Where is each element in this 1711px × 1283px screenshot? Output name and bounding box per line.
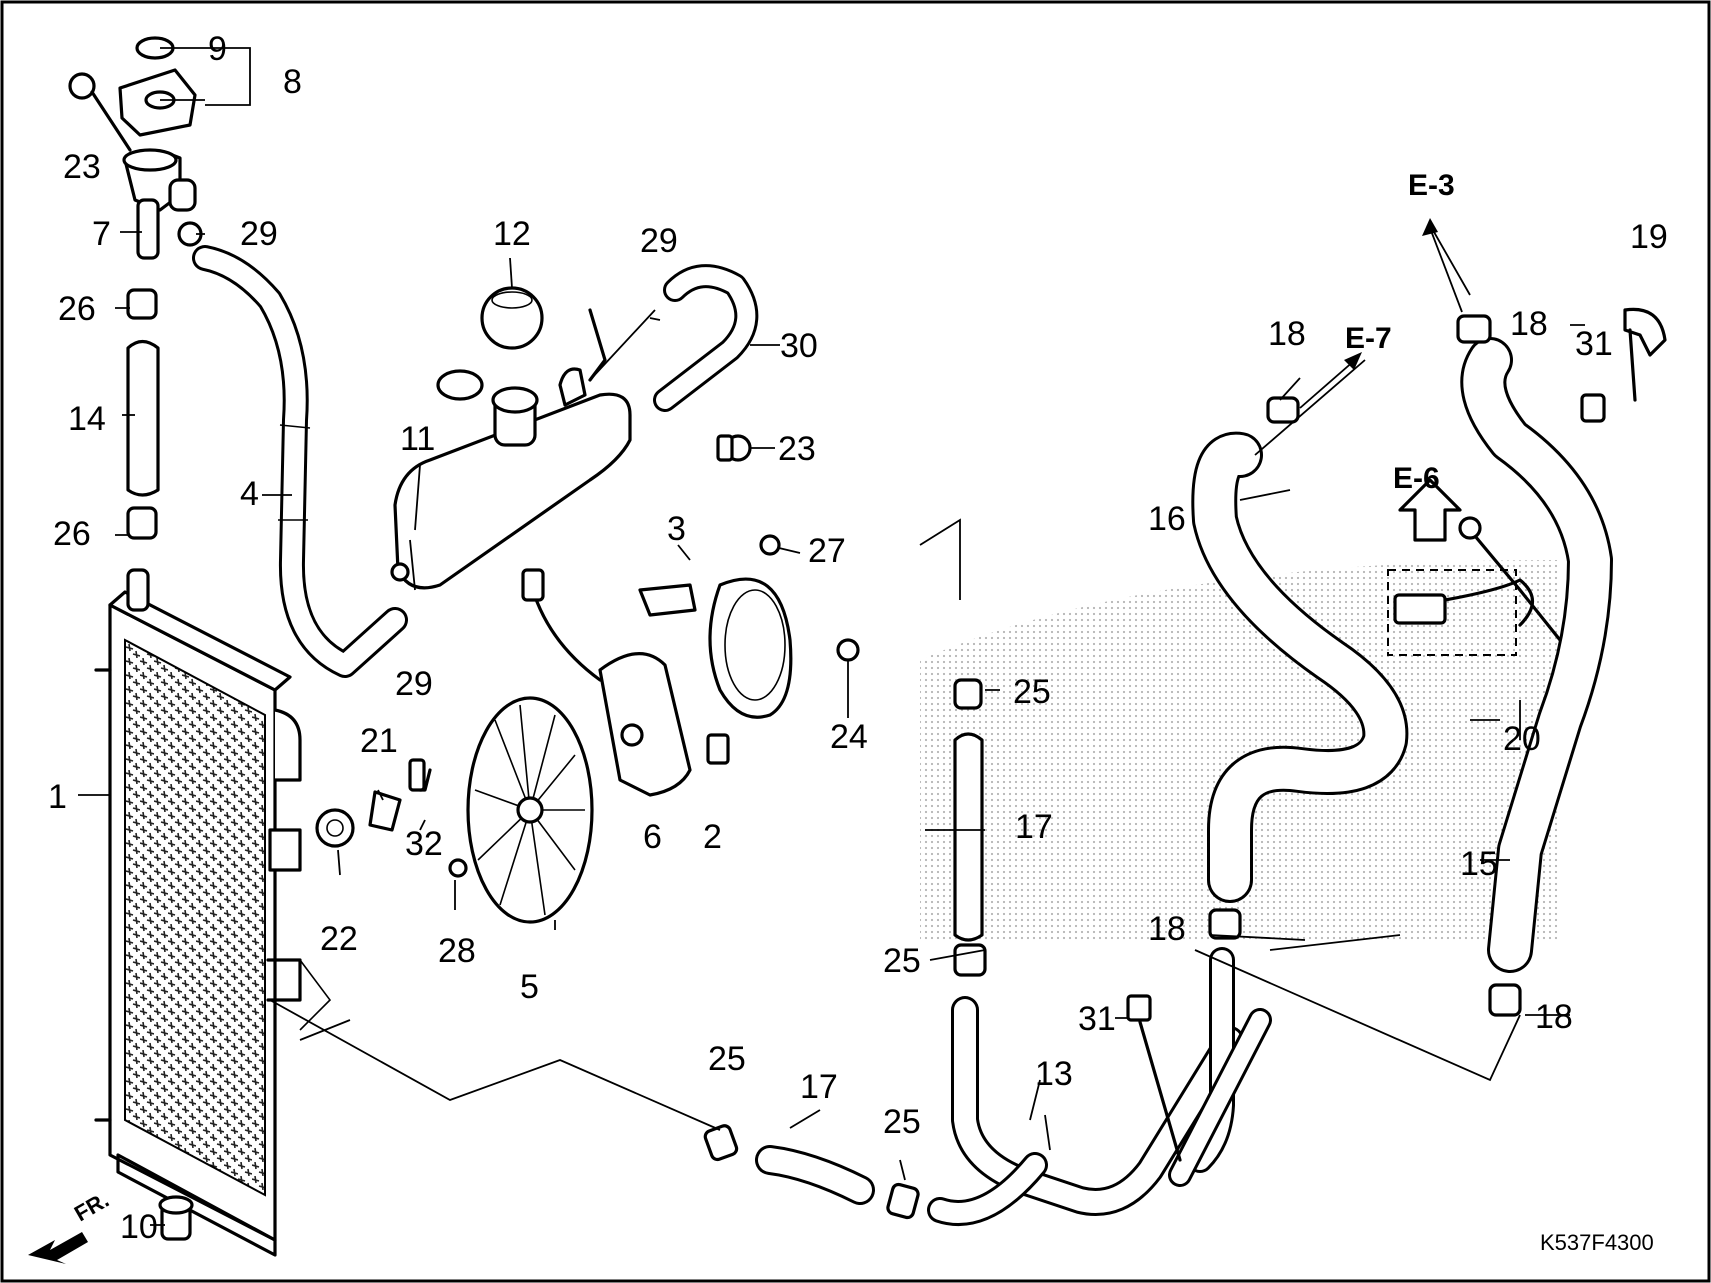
reserve-tank: [390, 308, 632, 590]
mounting-hardware: [315, 638, 860, 878]
callout-25-a: 25: [1013, 673, 1051, 711]
hose-17-vertical: [953, 678, 987, 977]
callout-23-b: 23: [778, 430, 816, 468]
callout-18-a: 18: [1268, 315, 1306, 353]
callout-31-b: 31: [1078, 1000, 1116, 1038]
callout-9: 9: [208, 30, 227, 68]
reference-arrows: [1299, 218, 1463, 409]
callout-25-b: 25: [883, 942, 921, 980]
fan-assembly: [466, 534, 793, 924]
callout-17-a: 17: [1015, 808, 1053, 846]
callout-7: 7: [92, 215, 111, 253]
reserve-tank-cap: [436, 286, 544, 401]
callout-26-b: 26: [53, 515, 91, 553]
bolt-31: [1126, 994, 1182, 1162]
callout-6: 6: [643, 818, 662, 856]
callout-24: 24: [830, 718, 868, 756]
filler-neck-assembly: [68, 36, 203, 260]
detail-e6: [1387, 478, 1562, 656]
callouts: 1 2 3 4 5 6 7 8 9 10 11 12 13 14 15 16 1…: [48, 30, 1668, 1246]
diagram-code: K537F4300: [1540, 1230, 1654, 1255]
callout-30: 30: [780, 327, 818, 365]
callout-25-c: 25: [708, 1040, 746, 1078]
hose-17-lower: [703, 1124, 920, 1220]
clamp-19: [1580, 307, 1667, 423]
callout-29-c: 29: [395, 665, 433, 703]
callout-4: 4: [240, 475, 259, 513]
callout-17-b: 17: [800, 1068, 838, 1106]
hose-14: [126, 288, 160, 540]
callout-32: 32: [405, 825, 443, 863]
callout-22: 22: [320, 920, 358, 958]
callout-14: 14: [68, 400, 106, 438]
callout-16: 16: [1148, 500, 1186, 538]
callout-18-c: 18: [1148, 910, 1186, 948]
drain-plug: [158, 1195, 194, 1241]
callout-15: 15: [1460, 845, 1498, 883]
callout-29-a: 29: [240, 215, 278, 253]
callout-19: 19: [1630, 218, 1668, 256]
fr-label: FR.: [70, 1187, 113, 1226]
callout-31-a: 31: [1575, 325, 1613, 363]
callout-29-b: 29: [640, 222, 678, 260]
callout-8: 8: [283, 63, 302, 101]
bolt-23: [716, 434, 752, 462]
callout-25-d: 25: [883, 1103, 921, 1141]
callout-18-d: 18: [1535, 998, 1573, 1036]
callout-27: 27: [808, 532, 846, 570]
callout-20: 20: [1503, 720, 1541, 758]
callout-5: 5: [520, 968, 539, 1006]
callout-23-a: 23: [63, 148, 101, 186]
callout-13: 13: [1035, 1055, 1073, 1093]
callout-3: 3: [667, 510, 686, 548]
radiator: [94, 568, 332, 1257]
callout-12: 12: [493, 215, 531, 253]
callout-26-a: 26: [58, 290, 96, 328]
callout-18-b: 18: [1510, 305, 1548, 343]
ref-e3: E-3: [1408, 169, 1455, 202]
callout-2: 2: [703, 818, 722, 856]
front-direction-arrow: FR.: [28, 1187, 113, 1264]
ref-e7: E-7: [1345, 322, 1392, 355]
leader-lines: [78, 47, 1585, 1226]
callout-11: 11: [400, 420, 435, 458]
callout-21: 21: [360, 722, 398, 760]
callout-28: 28: [438, 932, 476, 970]
ref-e6: E-6: [1393, 462, 1440, 495]
callout-10: 10: [120, 1208, 158, 1246]
callout-1: 1: [48, 778, 67, 816]
